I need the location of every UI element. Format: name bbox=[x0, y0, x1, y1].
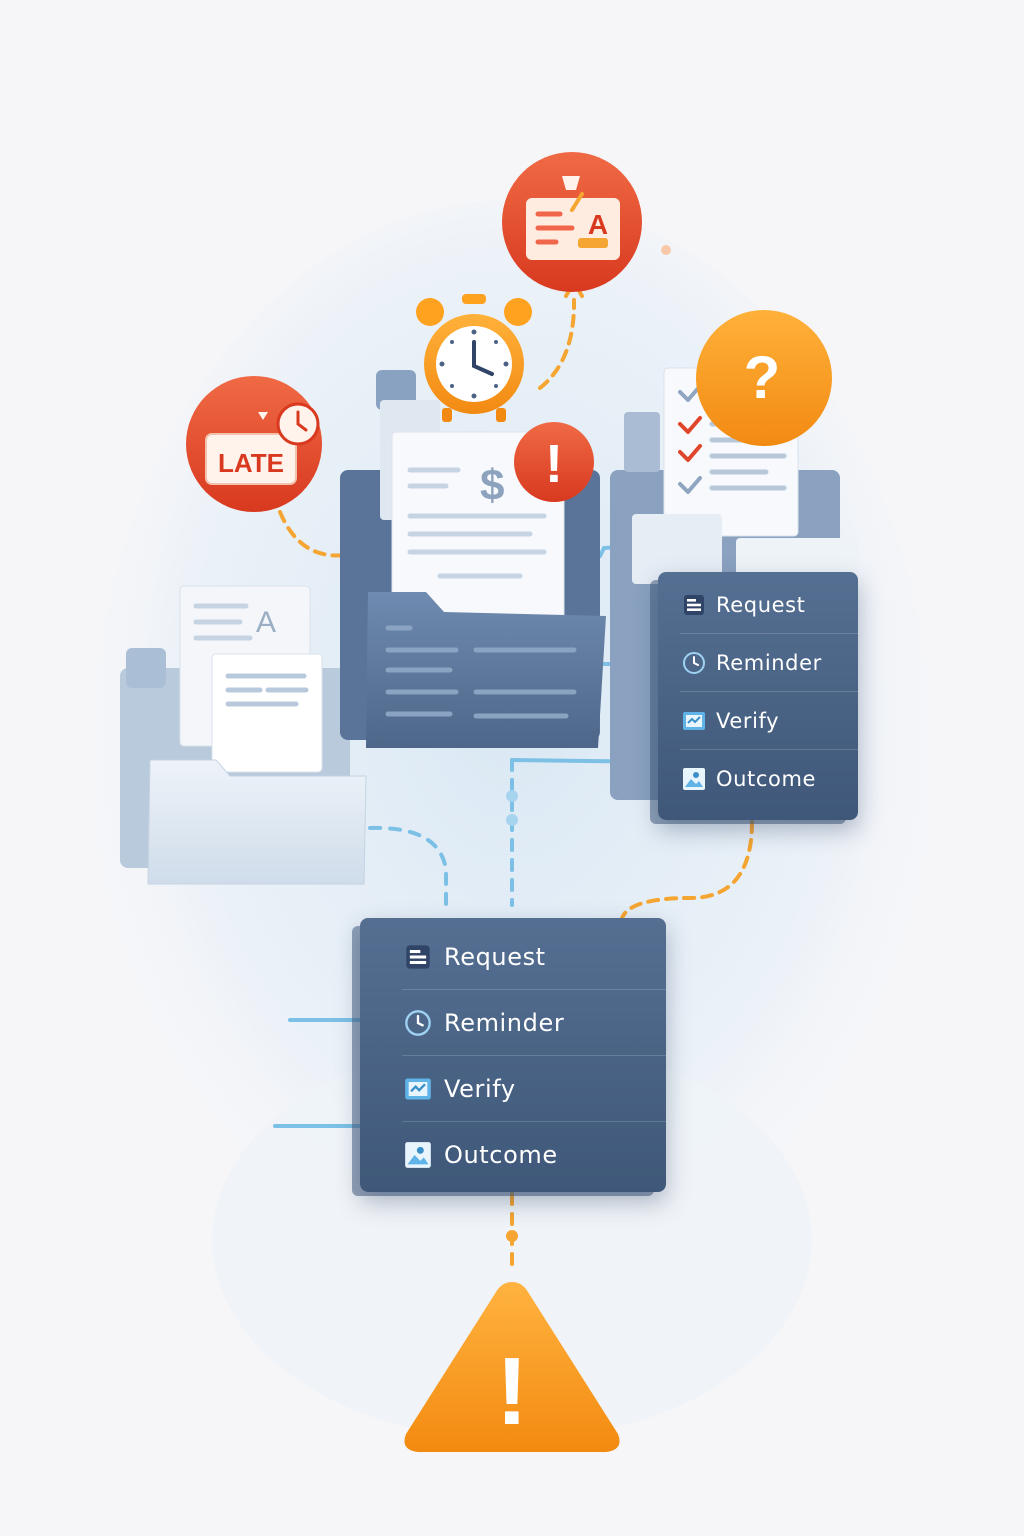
panel-item-label: Request bbox=[716, 593, 806, 617]
panel-item-label: Verify bbox=[444, 1075, 516, 1103]
late-badge: LATE bbox=[186, 376, 322, 512]
reminder-clock-icon bbox=[680, 649, 708, 677]
form-letter: A bbox=[588, 209, 608, 240]
panel-item-label: Outcome bbox=[716, 767, 816, 791]
connector-dot bbox=[506, 1230, 518, 1242]
workflow-panel-right: Request Reminder Verify Outcome bbox=[658, 572, 858, 820]
alert-mark: ! bbox=[545, 434, 563, 494]
panel-item-outcome[interactable]: Outcome bbox=[402, 1122, 666, 1188]
verify-icon bbox=[402, 1073, 434, 1105]
form-edit-badge: A bbox=[502, 152, 642, 292]
warning-mark: ! bbox=[496, 1338, 528, 1445]
small-clock-icon bbox=[278, 404, 318, 444]
request-icon bbox=[402, 941, 434, 973]
panel-item-verify[interactable]: Verify bbox=[680, 692, 858, 750]
document-sheet-front bbox=[212, 654, 322, 772]
folder-tab bbox=[624, 412, 660, 472]
panel-item-request[interactable]: Request bbox=[680, 576, 858, 634]
panel-item-label: Outcome bbox=[444, 1141, 558, 1169]
folder-front bbox=[148, 760, 366, 884]
question-badge: ? bbox=[696, 310, 832, 446]
late-label: LATE bbox=[218, 448, 284, 478]
question-mark: ? bbox=[744, 344, 781, 411]
panel-item-reminder[interactable]: Reminder bbox=[402, 990, 666, 1056]
panel-item-outcome[interactable]: Outcome bbox=[680, 750, 858, 808]
panel-item-verify[interactable]: Verify bbox=[402, 1056, 666, 1122]
connector-dot bbox=[506, 790, 518, 802]
panel-item-label: Request bbox=[444, 943, 546, 971]
outcome-icon bbox=[680, 765, 708, 793]
panel-item-request[interactable]: Request bbox=[402, 924, 666, 990]
doc-letter: A bbox=[256, 606, 276, 639]
panel-item-label: Reminder bbox=[444, 1009, 564, 1037]
verify-icon bbox=[680, 707, 708, 735]
alert-icon: ! bbox=[514, 422, 594, 502]
workflow-panel-main: Request Reminder Verify Outcome bbox=[360, 918, 666, 1192]
panel-item-label: Verify bbox=[716, 709, 779, 733]
decor-dot bbox=[661, 245, 671, 255]
dollar-icon: $ bbox=[480, 461, 504, 510]
panel-item-label: Reminder bbox=[716, 651, 822, 675]
connector-dot bbox=[506, 814, 518, 826]
reminder-clock-icon bbox=[402, 1007, 434, 1039]
folder-tab bbox=[126, 648, 166, 688]
panel-item-reminder[interactable]: Reminder bbox=[680, 634, 858, 692]
request-icon bbox=[680, 591, 708, 619]
outcome-icon bbox=[402, 1139, 434, 1171]
